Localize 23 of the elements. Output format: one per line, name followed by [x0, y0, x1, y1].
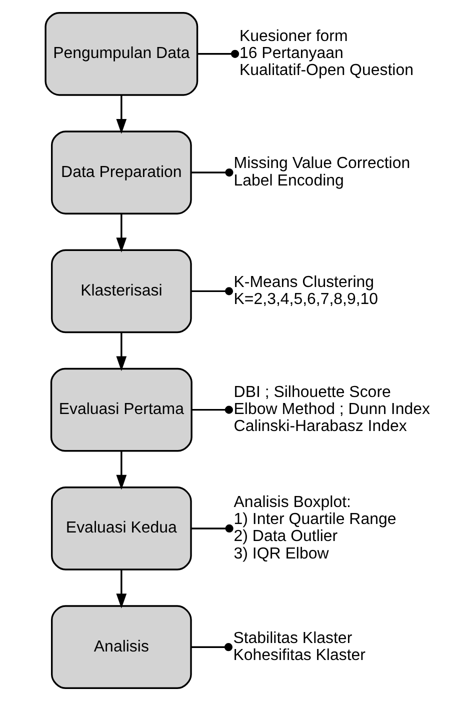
- node-box: Pengumpulan Data: [44, 12, 198, 96]
- node-text: DBI ; Silhouette Score Elbow Method ; Dunn Index Calinski-Harabasz Index: [233, 384, 430, 436]
- arrow: [116, 570, 126, 608]
- node-text: Missing Value Correction Label Encoding: [233, 155, 410, 190]
- node-text: Stabilitas Klaster Kohesifitas Klaster: [232, 630, 365, 664]
- node-box: Analisis: [50, 605, 192, 690]
- node-text: Kuesioner form 16 Pertanyaan Kualitatif-Open Question: [238, 28, 413, 80]
- node-box: Evaluasi Pertama: [50, 368, 192, 452]
- connector: [191, 406, 232, 414]
- node-text: Analisis Boxplot: 1) Inter Quartile Range 2) Data Outlier 3) IQR Elbow: [233, 494, 396, 562]
- node-text: K-Means Clustering K=2,3,4,5,6,7,8,9,10: [233, 274, 378, 308]
- node-box: Evaluasi Kedua: [50, 486, 192, 570]
- arrow: [116, 451, 126, 490]
- connector: [190, 524, 233, 532]
- connector: [190, 643, 232, 652]
- connector: [190, 287, 233, 296]
- connector: [197, 50, 239, 58]
- node-box: Data Preparation: [50, 130, 192, 214]
- node-box: Klasterisasi: [50, 249, 192, 334]
- arrow: [116, 95, 126, 134]
- arrow: [116, 332, 126, 372]
- arrow: [116, 214, 126, 252]
- connector: [190, 168, 233, 177]
